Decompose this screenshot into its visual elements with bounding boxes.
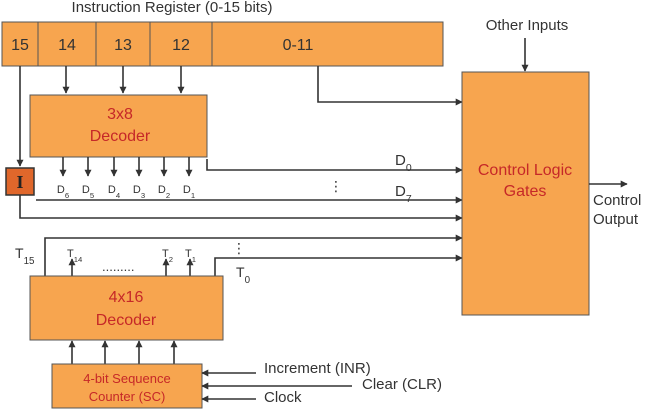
- sc-input-increment: Increment (INR): [264, 360, 371, 377]
- control-logic-inputs: [16, 66, 463, 276]
- control-logic-label-line2: Gates: [504, 183, 547, 200]
- dots-t-lines: ⋮: [232, 240, 246, 256]
- label-t0: T0: [236, 264, 251, 286]
- decoder-4x16-outputs: [68, 258, 194, 276]
- i-flip-flop-label: I: [16, 172, 23, 192]
- label-d2: D2: [158, 184, 170, 200]
- decoder-3x8-label-size: 3x8: [107, 106, 133, 123]
- i-flip-flop: I: [5, 167, 35, 196]
- ir-bit-13: 13: [114, 37, 132, 54]
- ir-bit-15: 15: [11, 37, 29, 54]
- label-t2: T2: [162, 248, 173, 264]
- sc-input-clear: Clear (CLR): [362, 376, 442, 393]
- label-d6: D6: [57, 184, 69, 200]
- other-inputs-label: Other Inputs: [486, 17, 569, 34]
- decoder-4x16: 4x16 Decoder: [29, 275, 224, 341]
- ir-title: Instruction Register (0-15 bits): [72, 0, 273, 16]
- label-t15: T15: [15, 245, 35, 267]
- ir-to-decoder-wires: [62, 66, 185, 94]
- sc-label-line1: 4-bit Sequence: [83, 371, 170, 386]
- ir-bit-12: 12: [172, 37, 190, 54]
- decoder-3x8-label-name: Decoder: [90, 128, 151, 145]
- control-logic-label-line1: Control Logic: [478, 162, 572, 179]
- ir-bit-14: 14: [58, 37, 76, 54]
- decoder-3x8-outputs: D6 D5 D4 D3 D2 D1: [57, 157, 195, 200]
- label-d4: D4: [108, 184, 121, 200]
- decoder-4x16-label-name: Decoder: [96, 312, 157, 329]
- control-output-label-line1: Control: [593, 192, 641, 209]
- label-d5: D5: [82, 184, 94, 200]
- control-output-label-line2: Output: [593, 211, 639, 228]
- instruction-register: 15 14 13 12 0-11: [1, 21, 444, 67]
- sc-label-line2: Counter (SC): [89, 389, 166, 404]
- label-t14: T14: [67, 248, 83, 264]
- label-d1: D1: [183, 184, 195, 200]
- control-logic-gates: Control Logic Gates: [461, 71, 590, 316]
- sc-to-decoder-wires: [68, 340, 178, 364]
- decoder-4x16-label-size: 4x16: [109, 289, 144, 306]
- sc-inputs: Increment (INR) Clear (CLR) Clock: [201, 360, 442, 406]
- sequence-counter: 4-bit Sequence Counter (SC): [51, 363, 203, 409]
- label-d3: D3: [133, 184, 145, 200]
- decoder-3x8: 3x8 Decoder: [29, 94, 208, 158]
- sc-input-clock: Clock: [264, 389, 302, 406]
- label-d7: D7: [395, 183, 412, 205]
- label-t1: T1: [185, 248, 196, 264]
- dots-d-lines: ⋮: [329, 178, 343, 194]
- timing-ellipsis: .........: [102, 259, 135, 274]
- ir-bits-0-11: 0-11: [283, 37, 314, 54]
